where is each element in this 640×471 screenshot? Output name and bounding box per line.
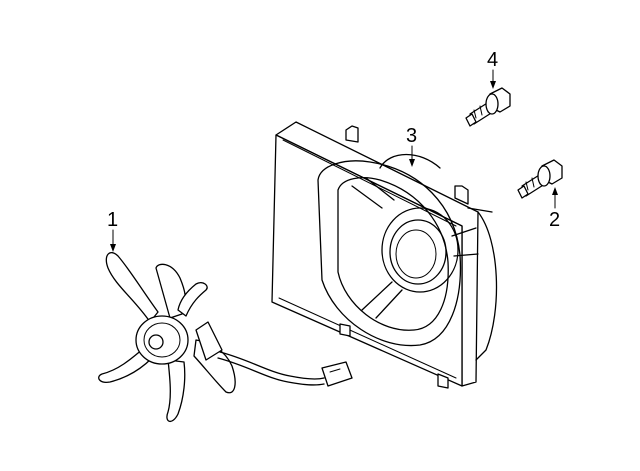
callout-3: 3 — [406, 125, 417, 167]
bolt-lower — [517, 159, 563, 199]
fan-motor-assembly — [98, 252, 353, 422]
callout-4-label: 4 — [487, 49, 498, 71]
bolt-upper — [465, 87, 511, 127]
fan-shroud — [271, 121, 498, 389]
callout-1: 1 — [107, 209, 118, 252]
callout-2: 2 — [549, 187, 560, 231]
callout-1-label: 1 — [107, 209, 118, 231]
callout-3-label: 3 — [406, 125, 417, 147]
callout-4: 4 — [487, 49, 498, 89]
callout-2-label: 2 — [549, 209, 560, 231]
